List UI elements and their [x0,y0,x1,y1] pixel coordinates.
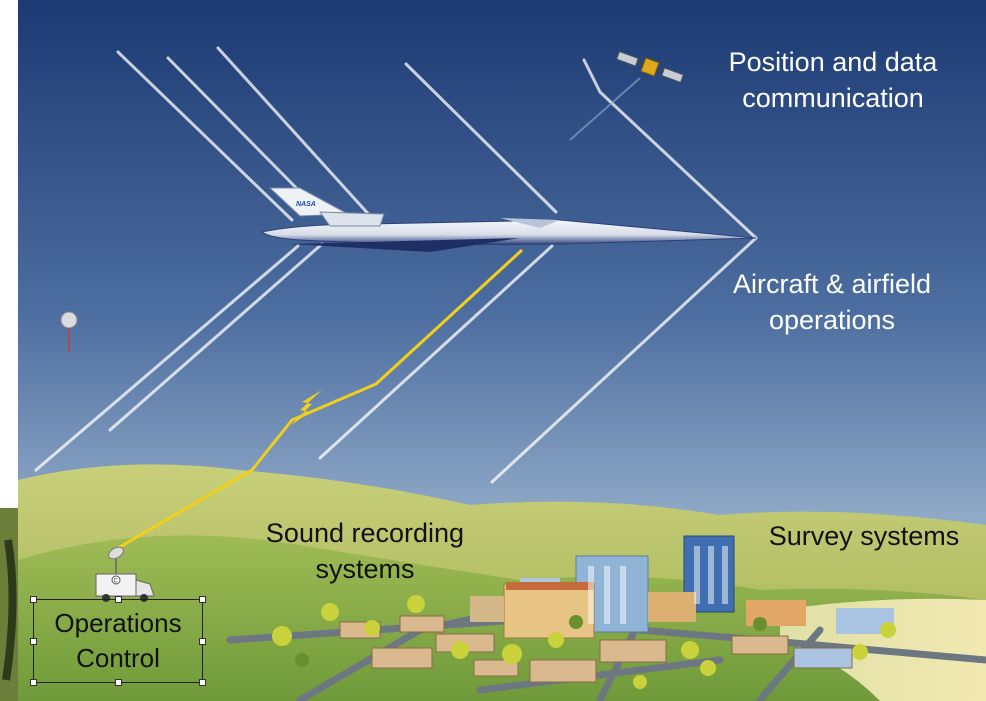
label-aircraft-airfield-operations: Aircraft & airfield operations [706,266,958,338]
operations-van-icon: C [95,546,155,602]
resize-handle-top-right[interactable] [199,596,206,603]
operations-control-selection-box[interactable] [30,596,206,686]
city-buildings [470,535,894,639]
label-line: operations [768,305,896,335]
resize-handle-top[interactable] [115,596,122,603]
resize-handle-bottom[interactable] [115,679,122,686]
x59-aircraft: NASA [260,187,757,252]
label-line: Aircraft & airfield [732,269,932,299]
label-line: Operations [54,608,182,638]
label-line: Survey systems [768,521,960,551]
label-line: Sound recording [265,518,465,548]
resize-handle-bottom-left[interactable] [30,679,37,686]
resize-handle-right[interactable] [199,638,206,645]
satellite-signal [569,77,641,141]
nasa-logo: NASA [296,201,316,208]
satellite-icon [616,50,684,84]
label-line: systems [315,554,415,584]
label-position-data-communication: Position and data communication [700,44,966,116]
resize-handle-left[interactable] [30,638,37,645]
label-line: Position and data [728,47,938,77]
resize-handle-bottom-right[interactable] [199,679,206,686]
shockwave-lines [34,46,758,484]
trees [272,595,896,689]
label-operations-control[interactable]: Operations Control [33,606,203,676]
lightning-bolt [117,248,524,550]
label-survey-systems: Survey systems [742,518,986,554]
van-logo: C [114,579,119,585]
label-line: Control [76,643,160,673]
houses [339,615,853,683]
weather-balloon-icon [60,311,78,352]
label-sound-recording-systems: Sound recording systems [236,515,494,587]
label-line: communication [742,83,924,113]
resize-handle-top-left[interactable] [30,596,37,603]
lightning-zig [290,390,322,426]
